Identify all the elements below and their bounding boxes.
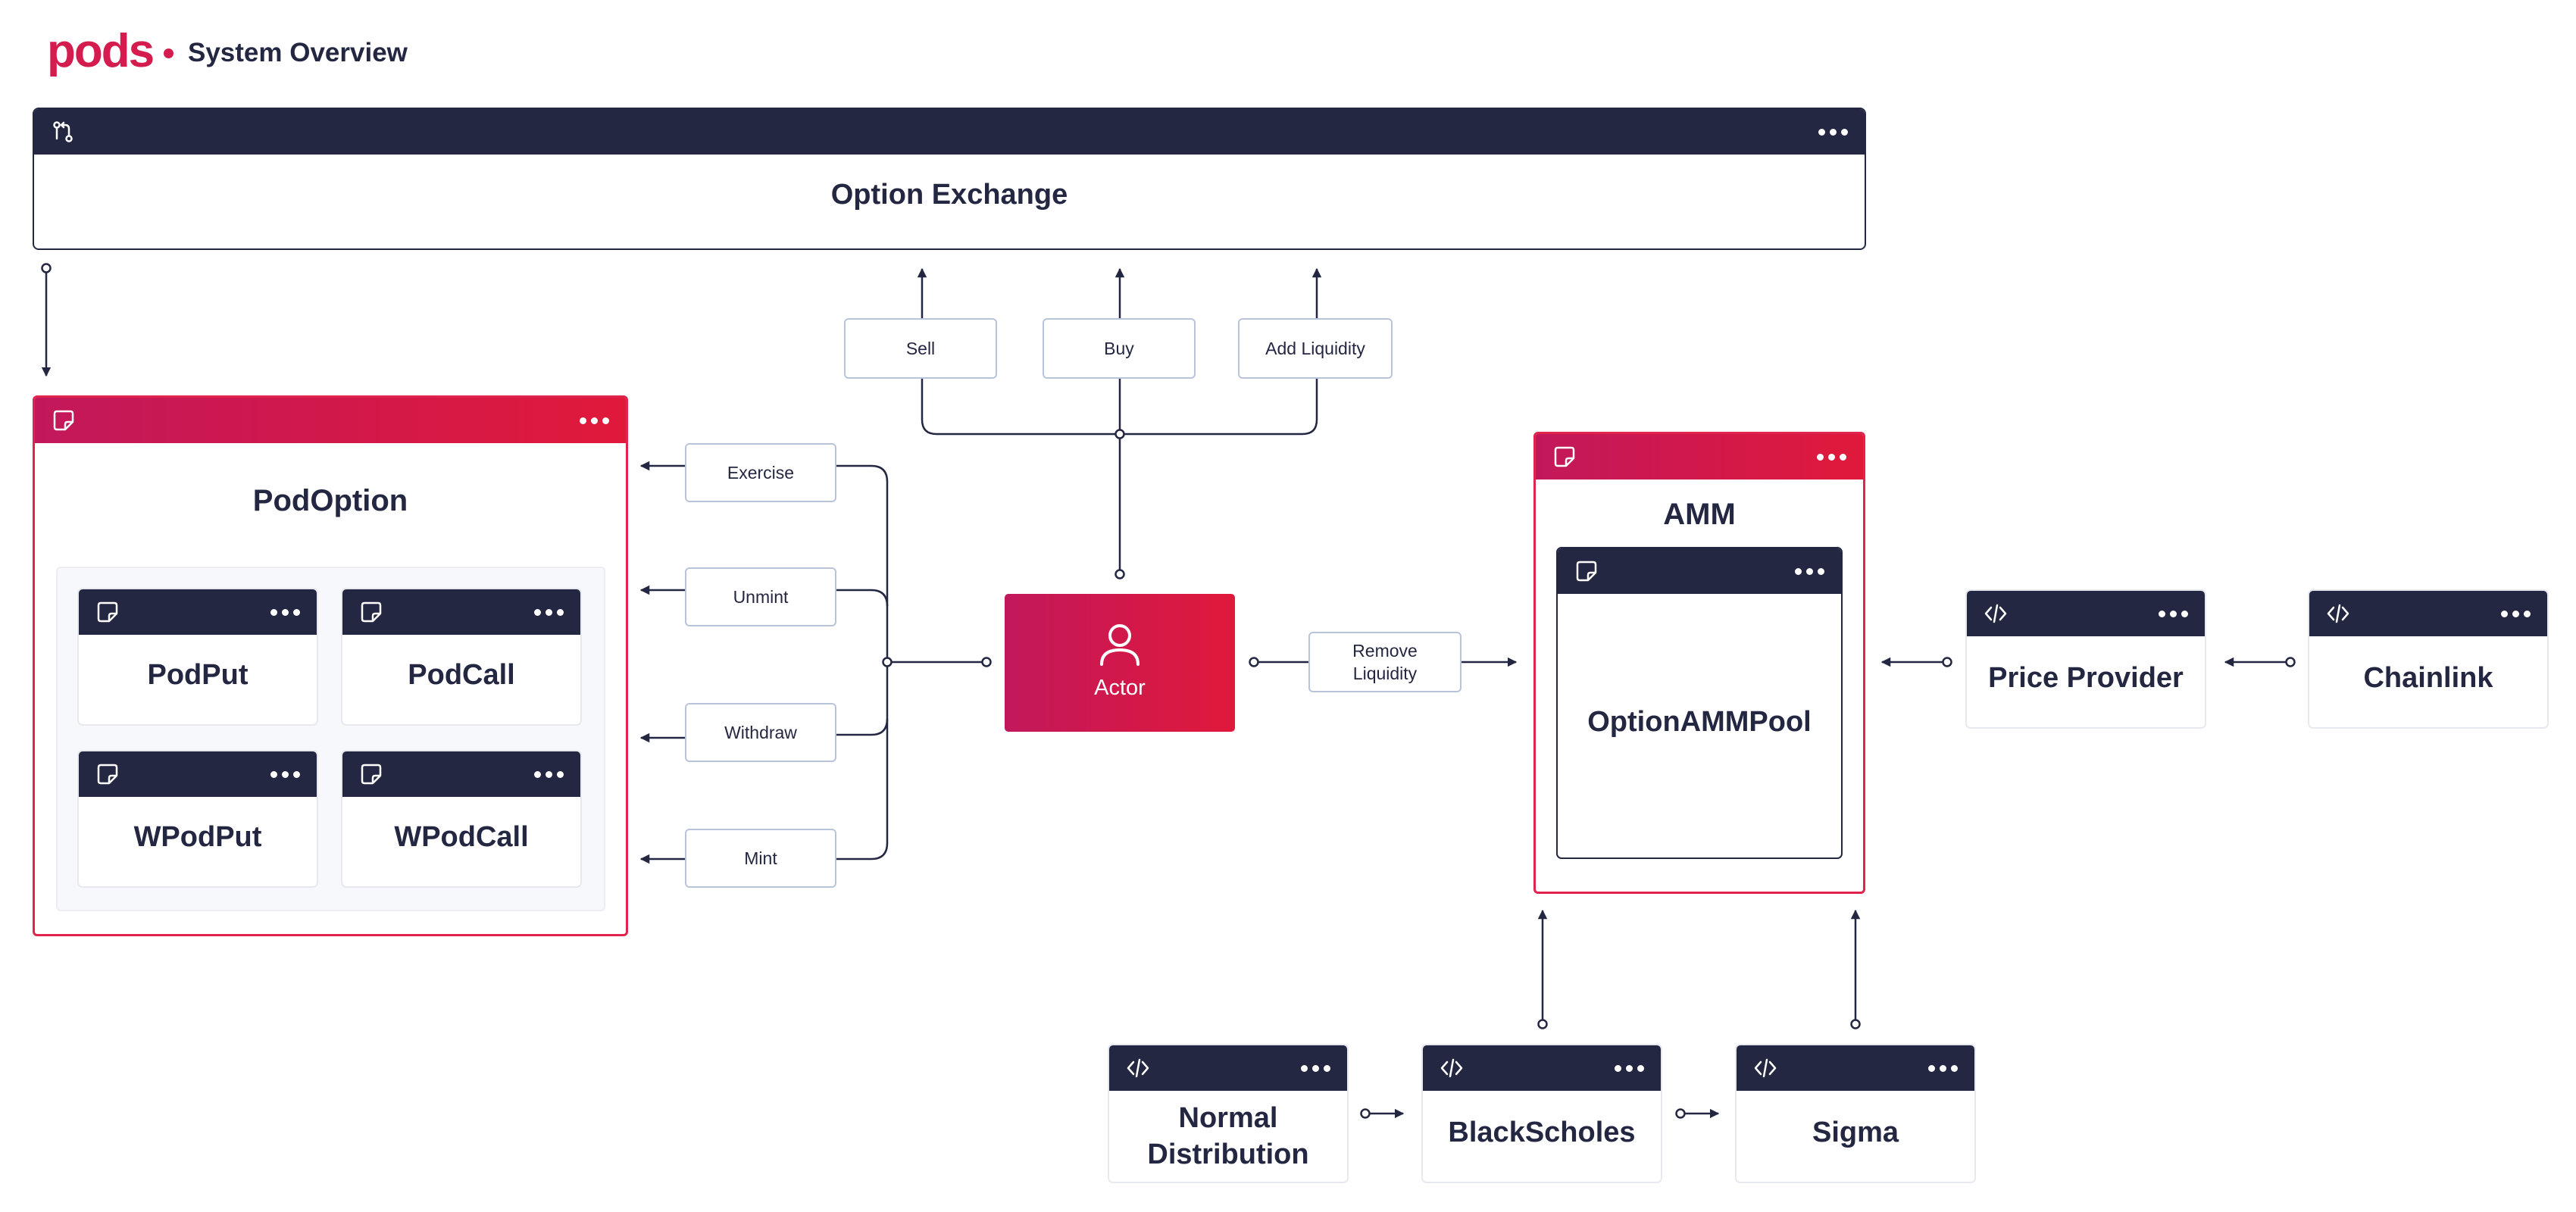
remove-liquidity-label-line2: Liquidity (1352, 664, 1418, 683)
remove-liquidity-label-line1: Remove (1352, 641, 1418, 661)
withdraw-action[interactable]: Withdraw (685, 703, 836, 762)
more-options-icon[interactable] (1795, 568, 1824, 575)
node-header-bar (342, 589, 580, 635)
wire-actions-left-bus (836, 464, 889, 861)
node-header-bar (34, 109, 1865, 155)
sell-action[interactable]: Sell (844, 318, 997, 379)
node-header-bar (342, 751, 580, 797)
mint-action[interactable]: Mint (685, 829, 836, 888)
node-header-bar (2309, 591, 2547, 636)
remove-liquidity-action[interactable]: Remove Liquidity (1308, 632, 1462, 692)
add-liquidity-action[interactable]: Add Liquidity (1238, 318, 1393, 379)
node-title: WPodCall (394, 821, 529, 853)
more-options-icon[interactable] (1615, 1065, 1644, 1072)
node-title: Price Provider (1988, 662, 2184, 694)
code-icon (1127, 1058, 1149, 1078)
node-header-bar (1423, 1045, 1661, 1091)
git-compare-icon (53, 121, 73, 142)
code-icon (1984, 604, 2007, 623)
exercise-action[interactable]: Exercise (685, 443, 836, 502)
unmint-action[interactable]: Unmint (685, 567, 836, 626)
node-title: BlackScholes (1448, 1117, 1636, 1148)
pod-put-node[interactable]: PodPut (77, 588, 318, 726)
code-icon (1754, 1058, 1777, 1078)
sticky-note-icon (53, 410, 74, 431)
sticky-note-icon (97, 764, 118, 785)
node-title: AMM (1663, 498, 1736, 531)
buy-action[interactable]: Buy (1043, 318, 1196, 379)
user-icon (1100, 624, 1140, 666)
node-title-line2: Distribution (1147, 1139, 1309, 1170)
code-icon (2327, 604, 2349, 623)
node-title: Chainlink (2363, 662, 2493, 694)
actor-label: Actor (1094, 676, 1146, 700)
node-title: PodOption (252, 484, 408, 517)
sticky-note-icon (1576, 561, 1597, 582)
more-options-icon[interactable] (270, 609, 300, 616)
sticky-note-icon (1554, 446, 1575, 467)
more-options-icon[interactable] (2501, 611, 2531, 617)
price-provider-node[interactable]: Price Provider (1965, 589, 2206, 729)
more-options-icon[interactable] (1928, 1065, 1958, 1072)
wpod-call-node[interactable]: WPodCall (341, 750, 582, 888)
sticky-note-icon (97, 601, 118, 623)
more-options-icon[interactable] (580, 417, 609, 424)
pods-logo: pods (47, 25, 155, 77)
wire-withdraw-stem (836, 718, 889, 736)
sigma-node[interactable]: Sigma (1735, 1044, 1976, 1183)
node-header-bar (1109, 1045, 1347, 1091)
more-options-icon[interactable] (534, 609, 564, 616)
header-separator-dot (164, 48, 174, 58)
wire-actions-bus (921, 379, 1318, 436)
more-options-icon[interactable] (534, 771, 564, 778)
wire-unmint-stem (836, 589, 889, 607)
node-title: WPodPut (133, 821, 262, 853)
node-header-bar (35, 398, 626, 443)
node-title: Sigma (1812, 1117, 1899, 1148)
sticky-note-icon (361, 764, 382, 785)
node-header-bar (1536, 434, 1863, 479)
black-scholes-node[interactable]: BlackScholes (1421, 1044, 1662, 1183)
more-options-icon[interactable] (270, 771, 300, 778)
node-title-line1: Normal (1178, 1102, 1278, 1134)
node-title: OptionAMMPool (1587, 706, 1812, 738)
more-options-icon[interactable] (2159, 611, 2188, 617)
page-title: System Overview (188, 38, 408, 67)
normal-distribution-node[interactable]: Normal Distribution (1108, 1044, 1349, 1183)
more-options-icon[interactable] (1817, 454, 1846, 461)
node-title: Option Exchange (830, 179, 1068, 211)
actor-node[interactable]: Actor (1005, 594, 1235, 732)
node-header-bar (1558, 548, 1841, 594)
node-header-bar (1737, 1045, 1974, 1091)
node-header-bar (79, 589, 317, 635)
wpod-put-node[interactable]: WPodPut (77, 750, 318, 888)
code-icon (1440, 1058, 1463, 1078)
node-title: PodCall (408, 659, 515, 691)
node-header-bar (1967, 591, 2205, 636)
node-title: PodPut (147, 659, 249, 691)
chainlink-node[interactable]: Chainlink (2308, 589, 2549, 729)
pod-call-node[interactable]: PodCall (341, 588, 582, 726)
more-options-icon[interactable] (1301, 1065, 1330, 1072)
node-title: Normal Distribution (1109, 1100, 1347, 1173)
option-exchange-node[interactable]: Option Exchange (33, 108, 1866, 250)
option-amm-pool-node[interactable]: OptionAMMPool (1556, 547, 1843, 859)
node-header-bar (79, 751, 317, 797)
more-options-icon[interactable] (1818, 129, 1848, 136)
sticky-note-icon (361, 601, 382, 623)
